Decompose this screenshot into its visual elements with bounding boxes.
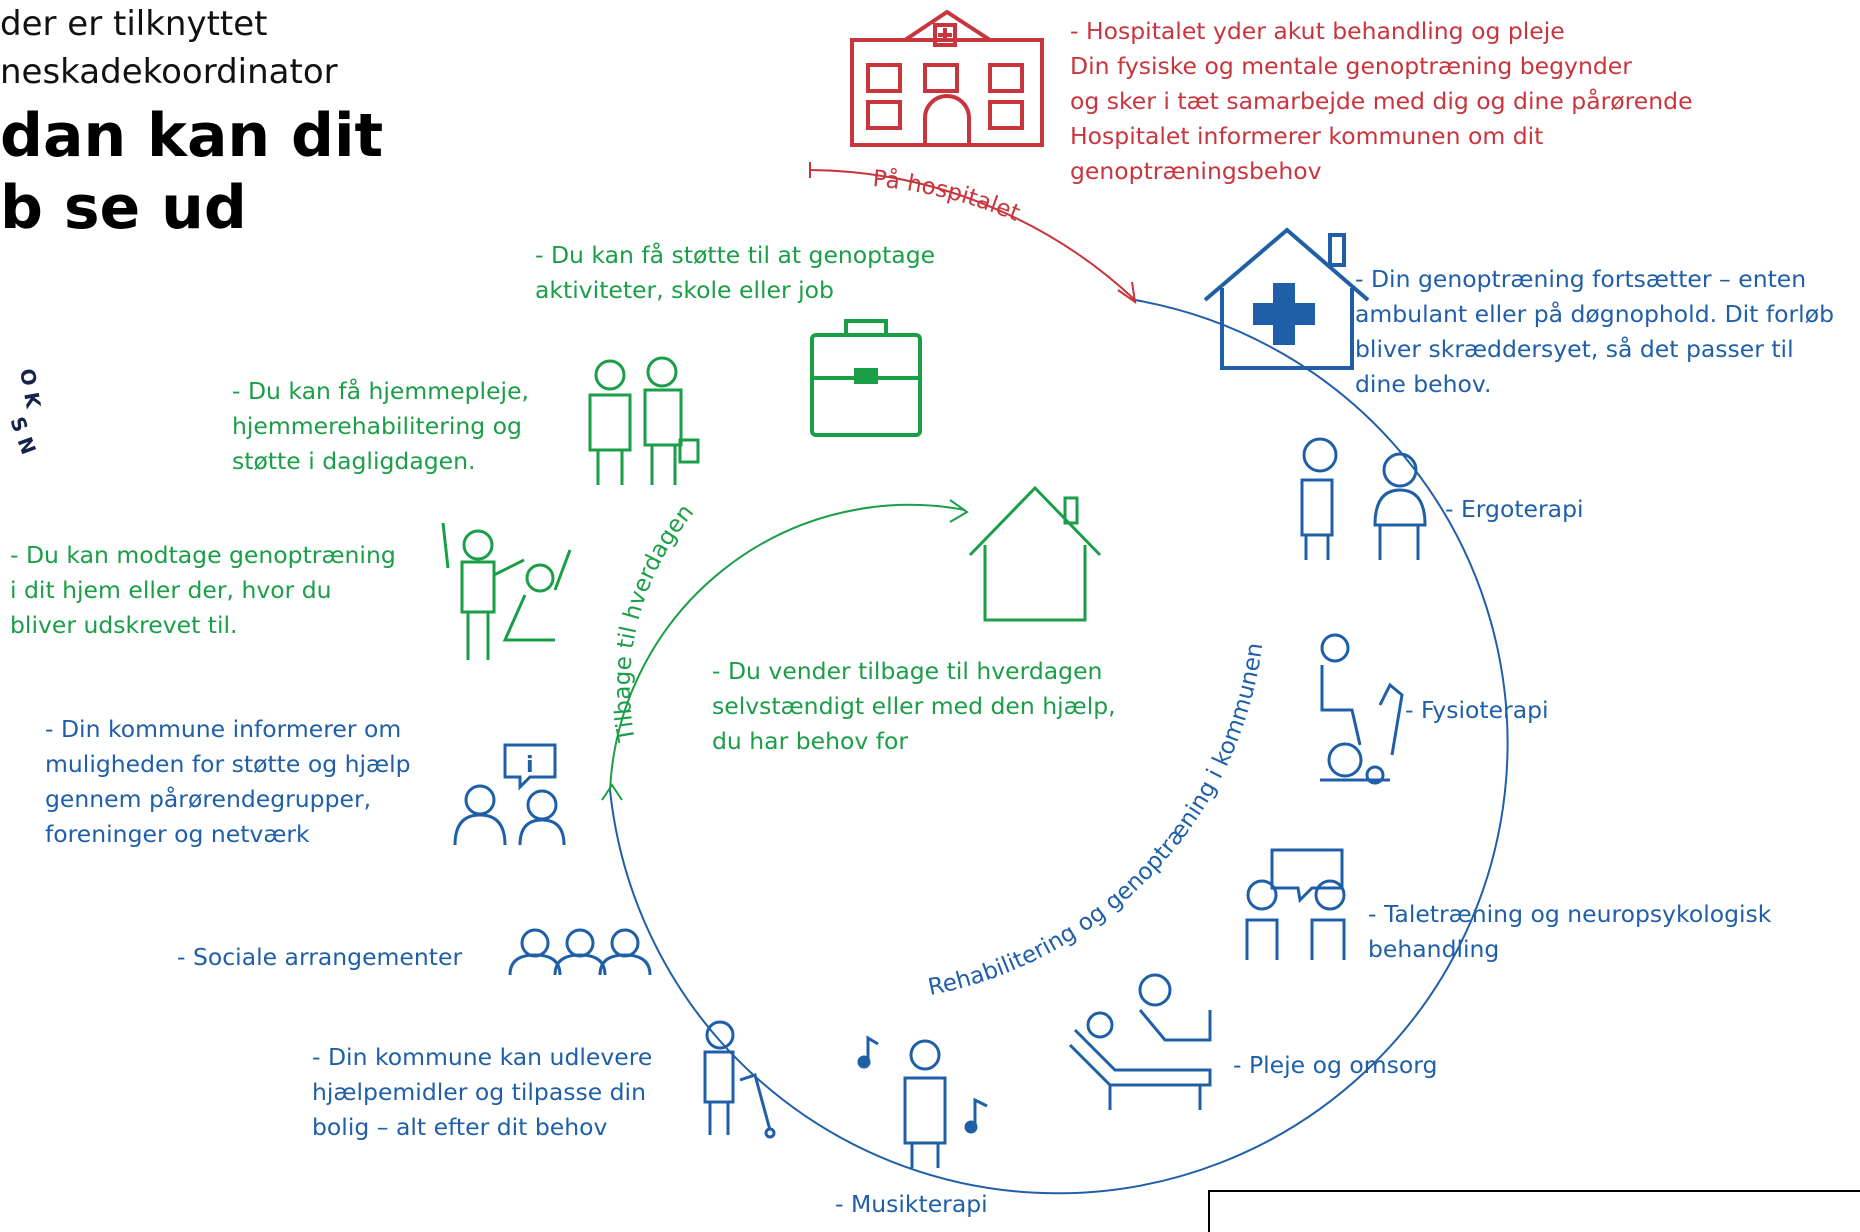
health-house-icon bbox=[1203, 227, 1370, 370]
group-icon bbox=[508, 928, 652, 976]
step-hjaelpemidler: - Din kommune kan udlevere hjælpemidler … bbox=[312, 1043, 653, 1141]
step-hverdag: - Du vender tilbage til hverdagen selvst… bbox=[712, 657, 1116, 755]
care-bed-icon bbox=[1068, 973, 1212, 1110]
step-fysio: - Fysioterapi bbox=[1405, 696, 1549, 724]
step-info: - Din kommune informerer om muligheden f… bbox=[45, 715, 411, 848]
exercise-bike-icon bbox=[1320, 633, 1404, 785]
arc-label-everyday: Tilbage til hverdagen bbox=[610, 500, 699, 745]
step-sociale: - Sociale arrangementer bbox=[177, 943, 463, 971]
intro-text: der er tilknyttet neskadekoordinator bbox=[0, 4, 338, 92]
arc-label-hospital: På hospitalet bbox=[872, 165, 1024, 226]
speech-therapy-icon bbox=[1245, 848, 1346, 960]
step-ergo: - Ergoterapi bbox=[1445, 495, 1584, 523]
logo-fragment: O K S N bbox=[0, 330, 60, 476]
walker-icon bbox=[703, 1020, 776, 1139]
step-continue: - Din genoptræning fortsætter – enten am… bbox=[1355, 265, 1835, 398]
svg-text:i: i bbox=[526, 753, 534, 778]
home-icon bbox=[968, 485, 1102, 622]
step-pleje: - Pleje og omsorg bbox=[1233, 1051, 1438, 1079]
info-talk-icon: i bbox=[453, 743, 566, 846]
couple-shopping-icon bbox=[588, 356, 700, 485]
ergotherapy-icon bbox=[1300, 437, 1427, 560]
home-training-icon bbox=[441, 522, 572, 660]
music-therapy-icon bbox=[857, 1035, 988, 1168]
step-job: - Du kan få støtte til at genoptage akti… bbox=[535, 241, 936, 304]
step-hjem-genop: - Du kan modtage genoptræning i dit hjem… bbox=[10, 541, 396, 639]
hospital-icon bbox=[850, 9, 1044, 147]
footer-box bbox=[1208, 1190, 1860, 1232]
step-hjemmepleje: - Du kan få hjemmepleje, hjemmerehabilit… bbox=[232, 377, 529, 475]
page-title: dan kan dit b se ud bbox=[0, 101, 384, 243]
briefcase-icon bbox=[810, 319, 922, 437]
step-tale: - Taletræning og neuropsykologisk behand… bbox=[1368, 900, 1772, 963]
step-musik: - Musikterapi bbox=[835, 1190, 988, 1218]
step-hospital: - Hospitalet yder akut behandling og ple… bbox=[1070, 17, 1693, 185]
